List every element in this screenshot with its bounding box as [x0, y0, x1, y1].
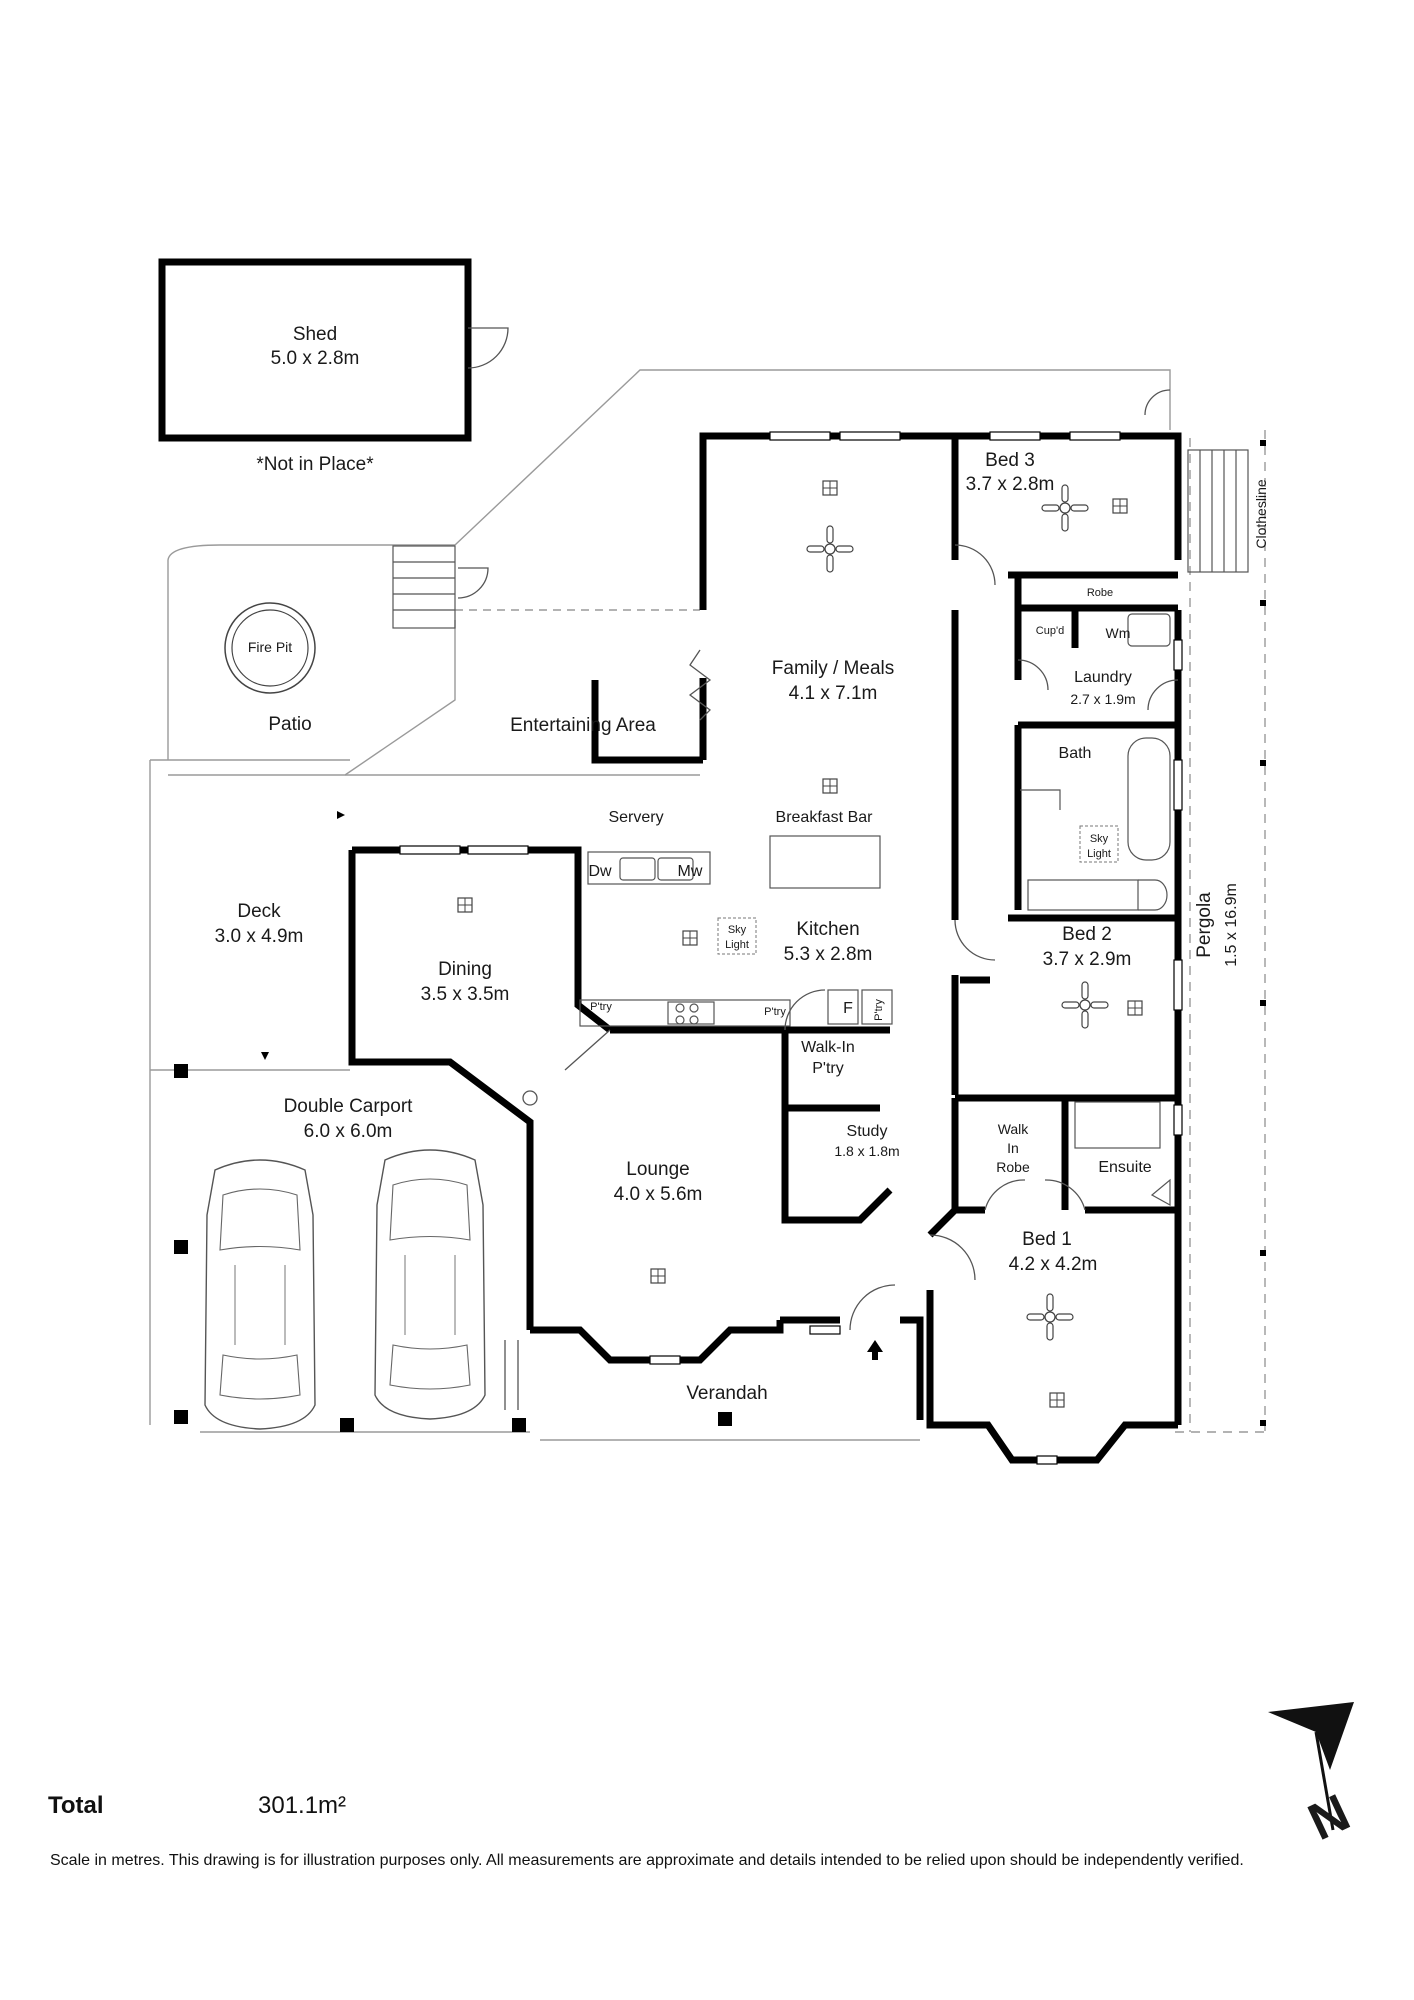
lounge-dim: 4.0 x 5.6m — [614, 1184, 703, 1205]
shed-dim: 5.0 x 2.8m — [271, 348, 360, 369]
carport-name: Double Carport — [284, 1096, 414, 1117]
not-in-place-note: *Not in Place* — [256, 454, 374, 475]
bed3-name: Bed 3 — [985, 450, 1035, 471]
wm-label: Wm — [1106, 625, 1131, 641]
sky-light-kitchen-2: Light — [725, 939, 749, 951]
walls — [158, 258, 1182, 1464]
north-compass: N — [1268, 1702, 1359, 1852]
pantry-small-mid: P'try — [764, 1006, 786, 1018]
clothesline-label: Clothesline — [1253, 479, 1269, 548]
pergola-name: Pergola — [1194, 892, 1215, 958]
stairs-rear — [392, 545, 456, 629]
bed1-dim: 4.2 x 4.2m — [1009, 1254, 1098, 1275]
car-left — [204, 1159, 316, 1430]
robe-label: Robe — [1087, 587, 1113, 599]
pantry-small-right: P'try — [873, 999, 885, 1021]
breakfast-bar-label: Breakfast Bar — [776, 809, 874, 826]
sky-light-kitchen-1: Sky — [728, 924, 747, 936]
total-label: Total — [48, 1792, 104, 1819]
bath-label: Bath — [1059, 745, 1092, 762]
fire-pit — [224, 602, 316, 694]
walk-in-robe-2: In — [1007, 1140, 1019, 1156]
dw-label: Dw — [588, 863, 612, 880]
laundry-name: Laundry — [1074, 669, 1132, 686]
posts — [174, 1064, 732, 1432]
walk-in-pantry-2: P'try — [812, 1060, 844, 1077]
kitchen-name: Kitchen — [796, 919, 859, 940]
windows — [399, 431, 1183, 1465]
fridge-label: F — [843, 1000, 853, 1017]
servery-label: Servery — [608, 809, 663, 826]
family-dim: 4.1 x 7.1m — [789, 683, 878, 704]
family-name: Family / Meals — [772, 658, 894, 679]
kitchen-dim: 5.3 x 2.8m — [784, 944, 873, 965]
entertaining-label: Entertaining Area — [510, 715, 656, 736]
pantry-small-left: P'try — [590, 1001, 612, 1013]
walk-in-robe-1: Walk — [998, 1121, 1030, 1137]
fire-pit-label: Fire Pit — [248, 639, 292, 655]
pergola-posts — [1260, 440, 1266, 1426]
deck-name: Deck — [237, 901, 281, 922]
verandah-label: Verandah — [686, 1383, 767, 1404]
bed1-name: Bed 1 — [1022, 1229, 1072, 1250]
kitchen-fixtures — [579, 835, 893, 1027]
cupd-label: Cup'd — [1036, 625, 1064, 637]
stairs-pergola — [1187, 449, 1249, 573]
bed2-name: Bed 2 — [1062, 924, 1112, 945]
pergola-dim: 1.5 x 16.9m — [1223, 883, 1240, 967]
bed2-dim: 3.7 x 2.9m — [1043, 949, 1132, 970]
entry-arrows — [261, 811, 883, 1360]
sky-light-boxes — [717, 825, 1119, 955]
sky-light-bath-1: Sky — [1090, 833, 1109, 845]
laundry-dim: 2.7 x 1.9m — [1070, 691, 1135, 707]
deck-dim: 3.0 x 4.9m — [215, 926, 304, 947]
study-dim: 1.8 x 1.8m — [834, 1143, 899, 1159]
dining-dim: 3.5 x 3.5m — [421, 984, 510, 1005]
room-labels: Shed 5.0 x 2.8m *Not in Place* Fire Pit … — [215, 324, 1269, 1404]
dining-name: Dining — [438, 959, 492, 980]
wet-area-fixtures — [1020, 613, 1171, 1207]
walk-in-robe-3: Robe — [996, 1159, 1030, 1175]
shed-name: Shed — [293, 324, 337, 345]
ensuite-label: Ensuite — [1098, 1159, 1151, 1176]
study-name: Study — [847, 1123, 888, 1140]
walk-in-pantry-1: Walk-In — [801, 1039, 855, 1056]
compass-north-letter: N — [1300, 1783, 1359, 1851]
outdoor-lines — [149, 369, 1266, 1441]
patio-label: Patio — [268, 714, 311, 735]
sky-light-bath-2: Light — [1087, 848, 1111, 860]
breakfast-bar — [769, 835, 881, 889]
disclaimer: Scale in metres. This drawing is for ill… — [50, 1852, 1244, 1869]
car-right — [374, 1149, 486, 1420]
doors — [457, 327, 1179, 1410]
mw-label: Mw — [678, 863, 703, 880]
total-value: 301.1m² — [258, 1792, 347, 1819]
carport-dim: 6.0 x 6.0m — [304, 1121, 393, 1142]
compass-arrow-icon — [1268, 1702, 1354, 1770]
bed3-dim: 3.7 x 2.8m — [966, 474, 1055, 495]
lounge-name: Lounge — [626, 1159, 689, 1180]
